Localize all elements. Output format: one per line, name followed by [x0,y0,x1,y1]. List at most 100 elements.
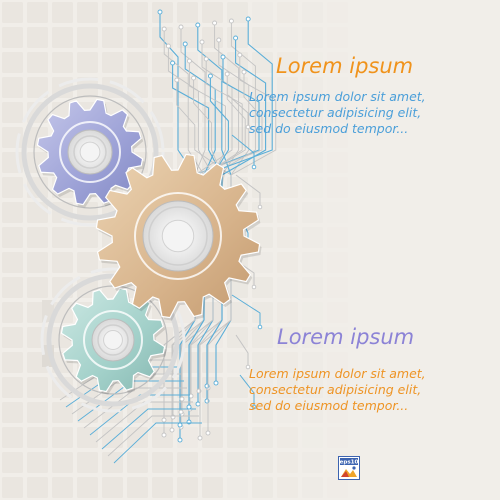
background-tile [27,227,48,248]
background-tile [302,102,323,123]
background-tile [327,402,348,423]
background-tile [277,77,298,98]
background-tile [277,152,298,173]
background-tile [52,252,73,273]
background-tile [302,77,323,98]
circuit-trace [163,72,263,420]
background-tile [227,77,248,98]
background-tile [127,427,148,448]
background-tile [227,377,248,398]
background-tile [252,127,273,148]
background-tile [202,352,223,373]
background-tile [252,327,273,348]
paragraph-top: Lorem ipsum dolor sit amet, consectetur … [249,89,426,137]
background-tile [327,77,348,98]
circuit-node [257,324,263,330]
background-tile [2,402,23,423]
circuit-trace [235,174,261,207]
background-tile [252,252,273,273]
background-tile [302,477,323,498]
background-tile [277,52,298,73]
background-tile [252,477,273,498]
background-tile [252,352,273,373]
background-tile [177,127,198,148]
background-tile [277,377,298,398]
gear-ring [33,95,147,209]
background-tile [252,277,273,298]
background-tile [102,477,123,498]
circuit-trace [227,94,249,127]
background-tile [2,102,23,123]
circuit-trace [188,19,273,407]
circuit-node [186,58,192,64]
background-tile [252,77,273,98]
paragraph-bottom: Lorem ipsum dolor sit amet, consectetur … [249,366,426,414]
background-tile [2,377,23,398]
background-tile [102,402,123,423]
background-tile [152,52,173,73]
background-tile [27,427,48,448]
background-tile [277,302,298,323]
background-tile [327,302,348,323]
circuit-node [212,20,218,26]
background-tile [177,427,198,448]
gear-ring [40,267,186,413]
background-tile [202,402,223,423]
background-tile [252,302,273,323]
background-tile [252,152,273,173]
circuit-node [241,69,247,75]
gear-icon-mint [60,287,167,395]
gear-mint-rim [83,310,143,370]
circuit-node [207,73,213,79]
background-tile [277,402,298,423]
background-tile [327,227,348,248]
circuit-node [178,409,184,415]
background-tile [2,452,23,473]
background-tile [302,327,323,348]
background-tile [227,452,248,473]
background-tile [277,327,298,348]
background-tile [302,127,323,148]
background-tile [52,2,73,23]
background-tile [302,227,323,248]
circuit-node [245,124,251,130]
circuit-trace [89,394,190,436]
background-tile [277,352,298,373]
background-tile [202,127,223,148]
background-tile [2,352,23,373]
background-tile [302,277,323,298]
background-tile [2,77,23,98]
background-tile [227,402,248,423]
background-tile [77,52,98,73]
background-tile [277,202,298,223]
background-tile [277,177,298,198]
headline-top: Lorem ipsum [276,54,414,78]
background-tile [127,52,148,73]
background-tile [302,27,323,48]
paragraph-top-line: consectetur adipisicing elit, [249,105,422,120]
background-tile [77,477,98,498]
circuit-node [157,9,163,15]
background-tile [302,352,323,373]
circuit-node [245,16,251,22]
background-tile [327,27,348,48]
background-tile [177,452,198,473]
background-tile [2,327,23,348]
circuit-node [161,417,167,423]
gear-ring [21,83,159,221]
background-tile [27,27,48,48]
gear-ring [15,77,165,227]
background-tile [127,2,148,23]
background-tile [327,202,348,223]
background-tile [152,477,173,498]
circuit-node [213,380,219,386]
paragraph-top-line: Lorem ipsum dolor sit amet, [249,89,426,104]
background-tile [177,102,198,123]
gear-icon-tan [95,153,262,321]
circuit-node [237,52,243,58]
background-tile [177,2,198,23]
paragraph-top-line: sed do eiusmod tempor... [249,121,409,136]
background-tile [52,27,73,48]
circuit-trace [207,55,277,433]
